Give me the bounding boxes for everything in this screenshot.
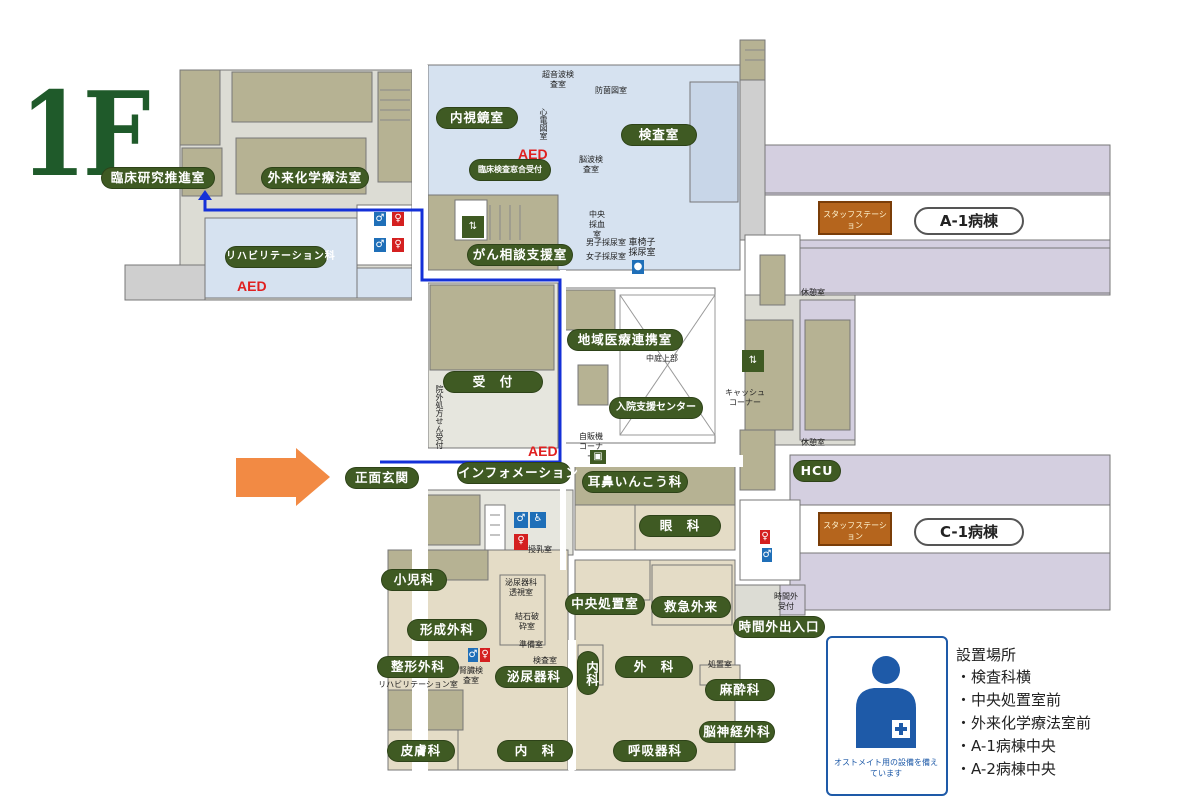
legend-item: ・検査科横: [956, 668, 1032, 686]
room-admission-support[interactable]: 入院支援センター: [610, 398, 702, 418]
label-treatment: 処置室: [708, 660, 732, 669]
staff-station-c1: スタッフステーション: [818, 512, 892, 546]
label-female-urine: 女子採尿室: [586, 252, 626, 261]
room-regional-liaison[interactable]: 地域医療連携室: [568, 330, 682, 350]
label-rest-room-1: 休憩室: [801, 288, 825, 297]
room-rehabilitation[interactable]: リハビリテーション科: [226, 247, 335, 267]
room-endoscopy[interactable]: 内視鏡室: [437, 108, 517, 128]
room-information[interactable]: インフォメーション: [458, 463, 578, 483]
room-pediatrics[interactable]: 小児科: [382, 570, 446, 590]
label-male-urine: 男子採尿室: [586, 238, 626, 247]
label-anti-pathogen: 防菌図室: [595, 86, 627, 95]
entrance-arrow: [236, 448, 330, 506]
male-restroom-icon: ♂: [762, 548, 772, 562]
room-ent[interactable]: 耳鼻いんこう科: [583, 472, 687, 492]
legend-item: ・外来化学療法室前: [956, 714, 1092, 732]
label-prep-room: 準備室: [519, 640, 543, 649]
male-restroom-icon: ♂: [374, 212, 386, 226]
female-restroom-icon: ♀: [392, 212, 404, 226]
label-cashier: キャッシュコーナー: [725, 388, 765, 407]
room-emergency[interactable]: 救急外来: [652, 597, 730, 617]
female-restroom-icon: ♀: [480, 648, 490, 662]
vending-machine-icon: ▣: [590, 450, 606, 464]
male-restroom-icon: ♂: [514, 512, 528, 528]
female-restroom-icon: ♀: [760, 530, 770, 544]
room-reception[interactable]: 受 付: [444, 372, 542, 392]
label-brainwave: 脳波検査室: [579, 155, 603, 174]
legend-item: ・A-1病棟中央: [956, 737, 1056, 755]
wheelchair-restroom-icon: ●: [632, 260, 644, 274]
room-neurosurgery[interactable]: 脳神経外科: [700, 722, 774, 742]
elevator-icon: ⇅: [462, 216, 484, 238]
route-path: [203, 195, 562, 464]
room-plastic-surgery[interactable]: 形成外科: [408, 620, 486, 640]
room-dermatology[interactable]: 皮膚科: [388, 741, 454, 761]
female-restroom-icon: ♀: [392, 238, 404, 252]
label-kidney-exam: 腎臓検査室: [459, 666, 483, 685]
wheelchair-icon: ♿: [530, 512, 546, 528]
legend-item: ・中央処置室前: [956, 691, 1062, 709]
label-wheelchair-urine: 車椅子採尿室: [628, 238, 656, 258]
label-inspection: 検査室: [533, 656, 557, 665]
stairs: [380, 49, 765, 536]
label-breastfeeding: 授乳室: [528, 545, 552, 554]
aed-marker-reception[interactable]: AED: [528, 443, 558, 459]
room-central-treatment[interactable]: 中央処置室: [566, 594, 644, 614]
route-arrowhead: [198, 190, 212, 200]
room-outpatient-chemo[interactable]: 外来化学療法室: [262, 168, 368, 188]
room-exam[interactable]: 検査室: [622, 125, 696, 145]
label-outside-rx: 院外処方せん受付: [435, 385, 444, 449]
ostomate-legend-box: [826, 636, 948, 796]
room-surgery[interactable]: 外 科: [616, 657, 692, 677]
label-rest-room-2: 休憩室: [801, 438, 825, 447]
ostomate-note: オストメイト用の設備を備えています: [834, 758, 938, 778]
label-night-reception: 時間外受付: [774, 592, 798, 611]
label-courtyard: 中庭上部: [646, 354, 678, 363]
male-restroom-icon: ♂: [374, 238, 386, 252]
label-ecg: 心電図室: [539, 108, 548, 140]
room-internal-small[interactable]: 内科: [578, 652, 599, 694]
label-urology-xray: 泌尿器科透視室: [505, 578, 537, 597]
room-anesthesiology[interactable]: 麻酔科: [706, 680, 774, 700]
ostomate-person-icon: [856, 656, 916, 748]
room-main-entrance[interactable]: 正面玄関: [346, 468, 418, 488]
room-urology[interactable]: 泌尿器科: [496, 667, 572, 687]
male-restroom-icon: ♂: [468, 648, 478, 662]
room-ophthalmology[interactable]: 眼 科: [640, 516, 720, 536]
legend-title: 設置場所: [956, 646, 1017, 664]
legend-item: ・A-2病棟中央: [956, 760, 1056, 778]
ward-a1[interactable]: A-1病棟: [914, 207, 1024, 235]
label-lithotripsy: 結石破砕室: [515, 612, 539, 631]
label-central-blood: 中央採血室: [589, 210, 605, 239]
label-ultrasound: 超音波検査室: [542, 70, 574, 89]
room-clinical-research[interactable]: 臨床研究推進室: [102, 168, 214, 188]
elevator-icon: ⇅: [742, 350, 764, 372]
female-restroom-icon: ♀: [514, 534, 528, 550]
aed-marker-exam[interactable]: AED: [518, 146, 548, 162]
ward-c1[interactable]: C-1病棟: [914, 518, 1024, 546]
staff-station-a1: スタッフステーション: [818, 201, 892, 235]
room-lab-reception[interactable]: 臨床検査窓合受付: [470, 160, 550, 180]
room-orthopedics[interactable]: 整形外科: [378, 657, 458, 677]
room-hcu[interactable]: HCU: [794, 461, 840, 481]
aed-marker-rehab[interactable]: AED: [237, 278, 267, 294]
room-cancer-consult[interactable]: がん相談支援室: [468, 245, 572, 265]
room-night-entrance[interactable]: 時間外出入口: [734, 617, 824, 637]
room-internal-medicine[interactable]: 内 科: [498, 741, 572, 761]
label-rehab-room: リハビリテーション室: [378, 680, 458, 689]
room-respiratory[interactable]: 呼吸器科: [614, 741, 696, 761]
